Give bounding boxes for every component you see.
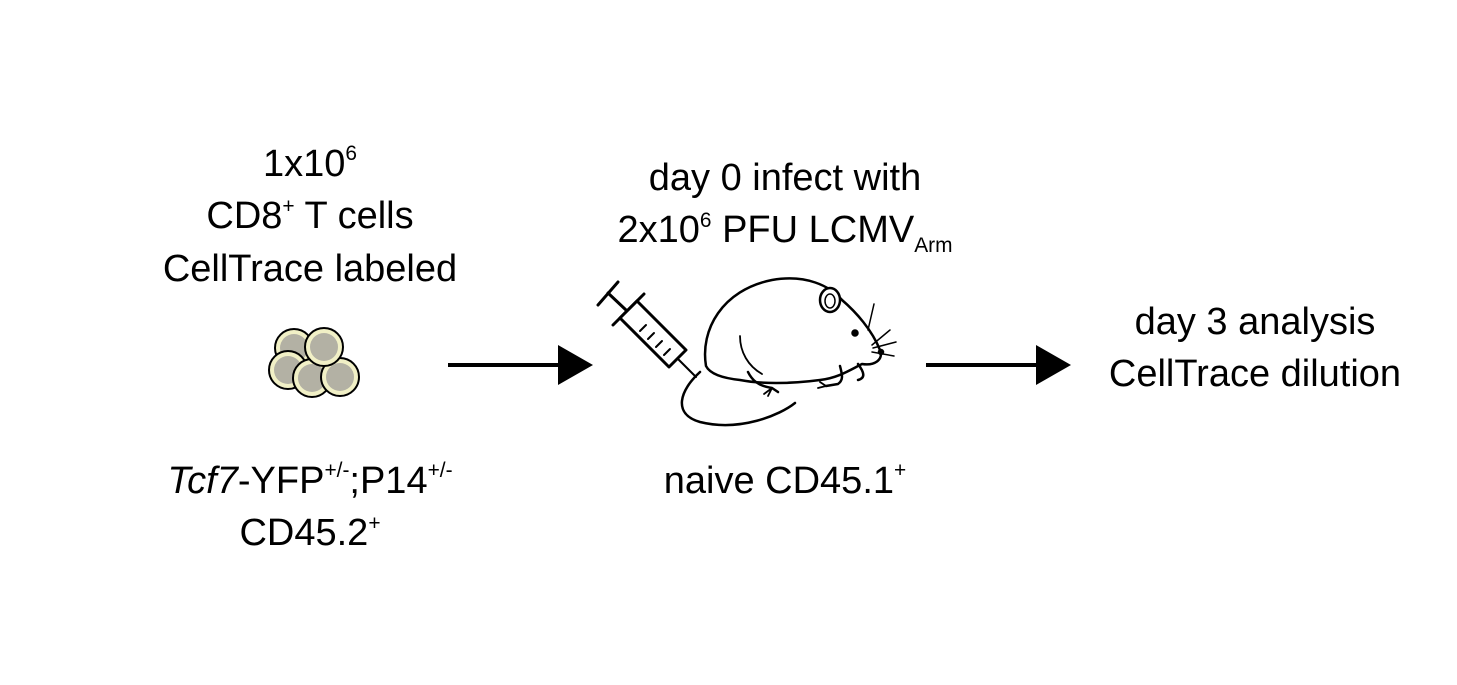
mouse-icon — [680, 277, 897, 427]
recipient-label: naive CD45.1+ — [560, 455, 1010, 507]
donor-cells-label: 1x106 CD8+ T cells CellTrace labeled — [90, 138, 530, 295]
label-method: CellTrace labeled — [162, 247, 458, 290]
arrow-icon — [448, 345, 593, 385]
infection-day: day 0 infect with — [648, 157, 922, 199]
recipient-congenic: naive CD45.1+ — [663, 459, 907, 502]
cell-cluster-icon — [268, 327, 360, 398]
donor-genotype-label: Tcf7-YFP+/-;P14+/- CD45.2+ — [90, 455, 530, 560]
infection-label: day 0 infect with 2x106 PFU LCMVArm — [560, 152, 1010, 257]
donor-congenic: CD45.2+ — [239, 511, 381, 555]
arrow-icon — [926, 345, 1071, 385]
analysis-label: day 3 analysis CellTrace dilution — [1060, 296, 1450, 401]
syringe-icon — [596, 280, 697, 378]
genotype: Tcf7-YFP+/-;P14+/- — [167, 459, 453, 502]
infection-dose: 2x106 PFU LCMVArm — [617, 208, 953, 257]
cell-count: 1x106 — [262, 142, 358, 185]
cell-type: CD8+ T cells — [206, 194, 414, 238]
analysis-day: day 3 analysis — [1134, 301, 1376, 343]
analysis-readout: CellTrace dilution — [1108, 353, 1402, 396]
